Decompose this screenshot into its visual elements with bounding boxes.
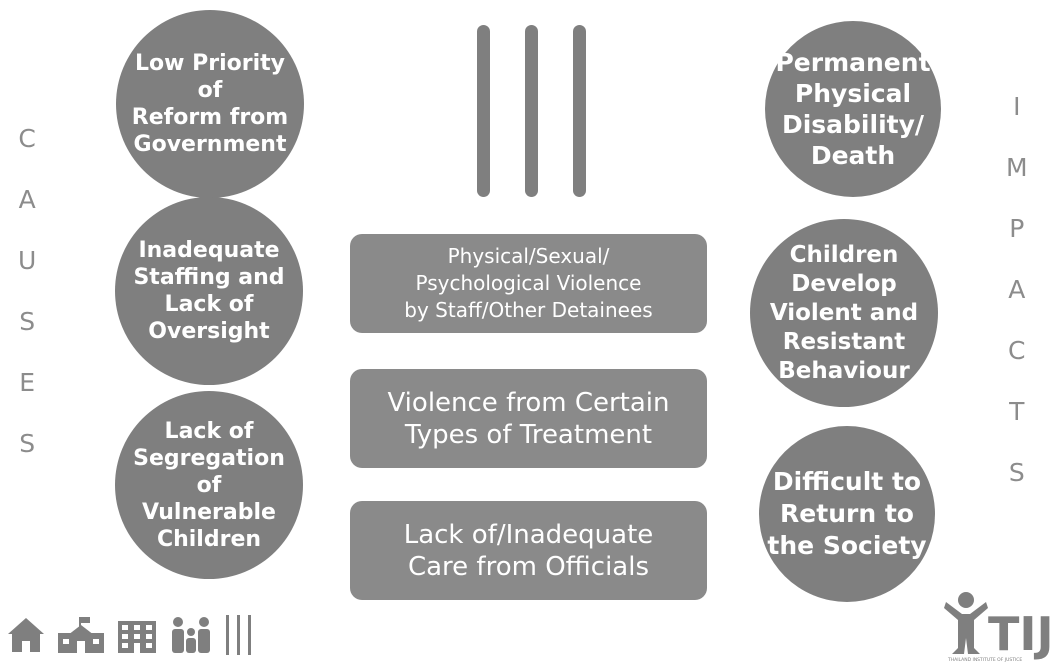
violence-box-treatment: Violence from Certain Types of Treatment (350, 369, 707, 468)
violence-box-physical-sexual: Physical/Sexual/ Psychological Violence … (350, 234, 707, 333)
school-icon (58, 617, 104, 653)
prison-bar (525, 25, 538, 197)
impacts-letter: M (1006, 153, 1028, 182)
causes-letter: A (18, 185, 36, 214)
prison-bar (477, 25, 490, 197)
icon-row (6, 615, 254, 655)
impacts-letter: S (1008, 458, 1025, 487)
impact-circle-return-to-society: Difficult to Return to the Society (759, 426, 935, 602)
causes-letter: C (18, 124, 36, 153)
family-icon (172, 617, 210, 653)
impacts-letter: I (1013, 92, 1021, 121)
causes-letter: S (19, 429, 36, 458)
home-icon (8, 618, 44, 652)
impacts-label: I M P A C T S (1006, 76, 1028, 503)
impacts-letter: A (1008, 275, 1026, 304)
bars-icon (226, 615, 251, 655)
cause-circle-low-priority: Low Priority of Reform from Government (116, 10, 304, 198)
prison-bar (573, 25, 586, 197)
causes-label: C A U S E S (18, 108, 36, 474)
violence-box-inadequate-care: Lack of/Inadequate Care from Officials (350, 501, 707, 600)
impacts-letter: C (1008, 336, 1026, 365)
causes-letter: E (19, 368, 36, 397)
cause-circle-lack-of-segregation: Lack of Segregation of Vulnerable Childr… (115, 391, 303, 579)
cause-circle-inadequate-staffing: Inadequate Staffing and Lack of Oversigh… (115, 197, 303, 385)
building-icon (118, 621, 156, 653)
logo-subtext: THAILAND INSTITUTE OF JUSTICE (947, 657, 1022, 663)
causes-letter: U (18, 246, 37, 275)
impacts-letter: T (1009, 397, 1025, 426)
tij-logo: TIJ THAILAND INSTITUTE OF JUSTICE (944, 588, 1062, 663)
causes-letter: S (19, 307, 36, 336)
impact-circle-disability-death: Permanent Physical Disability/ Death (765, 21, 941, 197)
logo-text: TIJ (988, 607, 1054, 661)
impacts-letter: P (1009, 214, 1025, 243)
tij-figure-icon: TIJ THAILAND INSTITUTE OF JUSTICE (944, 592, 1054, 663)
impact-circle-violent-behaviour: Children Develop Violent and Resistant B… (750, 219, 938, 407)
